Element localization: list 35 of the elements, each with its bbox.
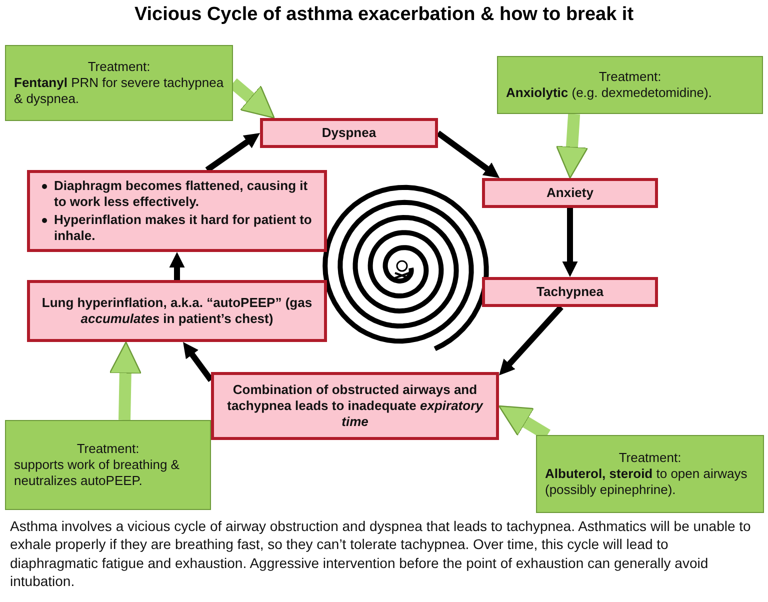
treatment-heading: Treatment: xyxy=(598,68,662,85)
treatment-text: supports work of breathing & neutralizes autoPEEP. xyxy=(14,456,180,490)
treatment-heading: Treatment: xyxy=(76,440,140,457)
cycle-arrow xyxy=(205,132,260,172)
cycle-arrow xyxy=(169,252,185,280)
process-box xyxy=(260,118,438,148)
diagram-title: Vicious Cycle of asthma exacerbation & how to break it xyxy=(133,4,635,26)
treatment-text: Fentanyl PRN for severe tachypnea & dyspnea. xyxy=(14,74,224,108)
treatment-box xyxy=(497,56,763,114)
cycle-arrow xyxy=(499,304,564,376)
box-text: Lung hyperinflation, a.k.a. “autoPEEP” (gas accumulates in patient’s chest) xyxy=(40,294,314,328)
process-box xyxy=(27,170,327,252)
cycle-arrow xyxy=(436,130,500,178)
bullet-text: Hyperinflation makes it hard for patient to inhale. xyxy=(40,212,316,244)
cycle-arrow xyxy=(562,208,578,277)
box-text: Combination of obstructed airways and tachypnea leads to inadequate expiratory time xyxy=(226,382,484,430)
treatment-text: Albuterol, steroid to open airways (possibly epinephrine). xyxy=(545,466,748,498)
treatment-arrow xyxy=(109,341,142,420)
process-box xyxy=(482,178,658,208)
bullet-text: Diaphragm becomes flattened, causing it to work less effectively. xyxy=(40,178,316,210)
box-text: Tachypnea xyxy=(536,284,604,300)
box-text: Anxiety xyxy=(546,184,594,202)
caption-text: Asthma involves a vicious cycle of airway obstruction and dyspnea that leads to tachypnea. Asthmatics will be unable to exhale properly if they are breathing fast, so they can’t tolerate tachypnea. Over time, this cycle will lead to diaphragmatic fatigue and exhaustion. Aggressive intervention before the point of exhaustion can generally avoid intubation. xyxy=(10,517,752,591)
treatment-text: Anxiolytic (e.g. dexmedetomidine). xyxy=(506,85,713,102)
treatment-arrow xyxy=(556,114,588,179)
cycle-arrow xyxy=(183,342,214,382)
treatment-heading: Treatment: xyxy=(618,450,682,466)
process-box xyxy=(27,280,327,342)
treatment-box xyxy=(536,435,764,513)
process-box xyxy=(482,277,658,307)
treatment-box xyxy=(5,420,211,510)
treatment-heading: Treatment: xyxy=(86,58,152,75)
process-box xyxy=(211,372,499,440)
box-text: Dyspnea xyxy=(322,124,376,142)
treatment-box xyxy=(5,45,233,121)
